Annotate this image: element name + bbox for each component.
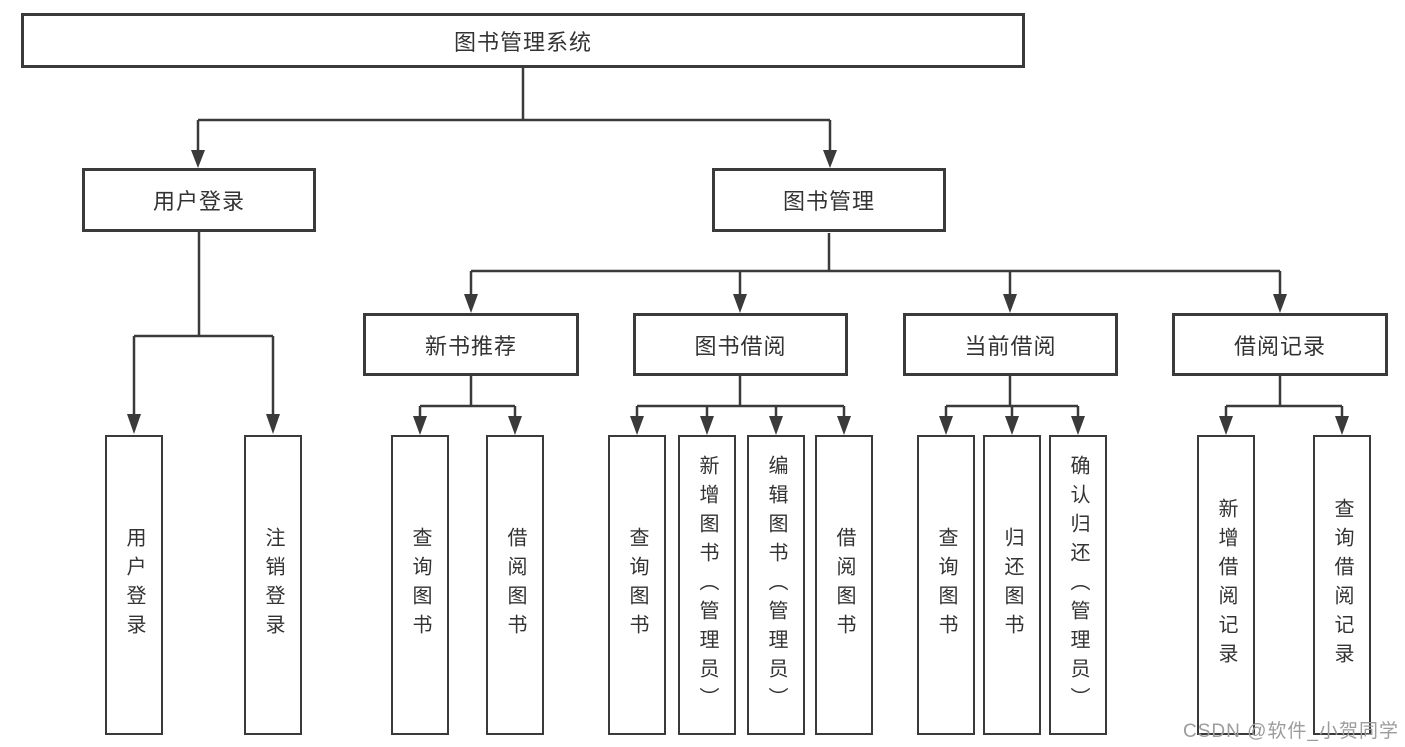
arrowhead-icon: [823, 150, 837, 168]
node-book-borrow-label: 图书借阅: [694, 333, 787, 359]
leaf-bb-add-books-admin-label: 新增图书（管理员）: [696, 454, 718, 716]
node-new-book-recommend: 新书推荐: [363, 313, 579, 376]
arrowhead-icon: [191, 150, 205, 168]
leaf-cb-return-books-label: 归还图书: [1001, 527, 1023, 643]
edge-borrow-record-to-leaves: [1224, 376, 1344, 418]
edge-new-book-recommend-to-leaves: [418, 376, 517, 418]
arrowhead-icon: [1071, 416, 1085, 435]
leaf-br-add-record-label: 新增借阅记录: [1215, 498, 1237, 672]
leaf-bb-query-books-label: 查询图书: [626, 527, 648, 643]
leaf-user-login: 用户登录: [105, 435, 163, 735]
leaf-cb-query-books-label: 查询图书: [935, 527, 957, 643]
node-current-borrow: 当前借阅: [903, 313, 1118, 376]
leaf-bb-query-books: 查询图书: [608, 435, 666, 735]
leaf-cb-query-books: 查询图书: [917, 435, 975, 735]
leaf-cb-confirm-return-admin-label: 确认归还（管理员）: [1067, 454, 1089, 716]
leaf-bb-borrow-books-label: 借阅图书: [833, 527, 855, 643]
leaf-br-add-record: 新增借阅记录: [1197, 435, 1255, 735]
leaf-nb-borrow-books-label: 借阅图书: [504, 527, 526, 643]
edge-root-to-level2: [196, 68, 832, 151]
node-book-management: 图书管理: [712, 168, 946, 232]
node-book-management-label: 图书管理: [782, 189, 875, 214]
arrowhead-icon: [127, 414, 141, 434]
node-borrow-record-label: 借阅记录: [1233, 333, 1326, 359]
leaf-bb-borrow-books: 借阅图书: [815, 435, 873, 735]
leaf-br-query-record-label: 查询借阅记录: [1331, 498, 1353, 672]
leaf-nb-borrow-books: 借阅图书: [486, 435, 544, 735]
edge-current-borrow-to-leaves: [944, 376, 1080, 418]
leaf-nb-query-books-label: 查询图书: [409, 527, 431, 643]
arrowhead-icon: [837, 416, 851, 435]
node-current-borrow-label: 当前借阅: [964, 333, 1057, 359]
edge-book-management-to-level3: [469, 233, 1282, 296]
node-root-label: 图书管理系统: [453, 29, 592, 55]
arrowhead-icon: [939, 416, 953, 435]
arrowhead-icon: [733, 294, 747, 313]
leaf-logout-label: 注销登录: [262, 527, 284, 643]
arrowhead-icon: [413, 416, 427, 435]
edge-book-borrow-to-leaves: [635, 376, 846, 418]
leaf-logout: 注销登录: [244, 435, 302, 735]
edge-user-login-to-leaves: [132, 232, 275, 416]
leaf-nb-query-books: 查询图书: [391, 435, 449, 735]
arrowhead-icon: [1003, 294, 1017, 313]
arrowhead-icon: [1005, 416, 1019, 435]
node-new-book-recommend-label: 新书推荐: [424, 333, 517, 359]
arrowhead-icon: [508, 416, 522, 435]
node-root: 图书管理系统: [21, 13, 1025, 68]
leaf-bb-edit-books-admin-label: 编辑图书（管理员）: [765, 454, 787, 716]
leaf-user-login-label: 用户登录: [123, 527, 145, 643]
arrowheads: [127, 150, 1349, 435]
arrowhead-icon: [1273, 294, 1287, 313]
leaf-br-query-record: 查询借阅记录: [1313, 435, 1371, 735]
node-user-login: 用户登录: [82, 168, 316, 232]
arrowhead-icon: [769, 416, 783, 435]
leaf-cb-confirm-return-admin: 确认归还（管理员）: [1049, 435, 1107, 735]
leaf-bb-add-books-admin: 新增图书（管理员）: [678, 435, 736, 735]
arrowhead-icon: [700, 416, 714, 435]
csdn-watermark: CSDN @软件_小贺同学: [1183, 721, 1399, 742]
node-book-borrow: 图书借阅: [633, 313, 848, 376]
arrowhead-icon: [464, 294, 478, 313]
leaf-bb-edit-books-admin: 编辑图书（管理员）: [747, 435, 805, 735]
leaf-cb-return-books: 归还图书: [983, 435, 1041, 735]
arrowhead-icon: [266, 414, 280, 434]
arrowhead-icon: [1219, 416, 1233, 435]
node-user-login-label: 用户登录: [152, 189, 245, 214]
node-borrow-record: 借阅记录: [1172, 313, 1388, 376]
arrowhead-icon: [630, 416, 644, 435]
arrowhead-icon: [1335, 416, 1349, 435]
